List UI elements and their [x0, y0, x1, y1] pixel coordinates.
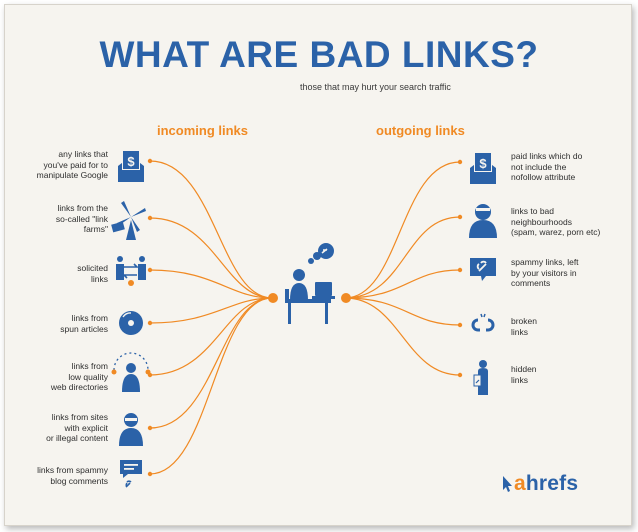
masked-person-icon — [119, 413, 143, 446]
windmill-farm-icon — [111, 201, 146, 240]
svg-text:$: $ — [127, 154, 135, 169]
connector-out-2 — [344, 216, 461, 299]
spinning-disc-icon — [119, 311, 143, 335]
hidden-person-icon — [473, 360, 488, 395]
dollar-envelope-icon: $ — [118, 150, 144, 182]
connector-in-5 — [149, 297, 273, 376]
connector-dot — [147, 158, 153, 164]
person-at-desk-icon — [285, 243, 335, 324]
connector-in-3 — [149, 269, 273, 299]
connector-dot — [457, 372, 463, 378]
ahrefs-logo: ahrefs — [514, 472, 579, 495]
connector-dot — [147, 471, 153, 477]
connector-dot — [457, 267, 463, 273]
connector-dot — [147, 425, 153, 431]
hooded-person-icon — [469, 204, 497, 238]
connector-dot — [457, 322, 463, 328]
link-bubble-icon — [470, 258, 496, 281]
connector-out-5 — [344, 297, 461, 376]
connector-dot — [147, 215, 153, 221]
connector-out-3 — [344, 269, 461, 299]
incoming-heading: incoming links — [157, 123, 249, 138]
link-exchange-icon — [116, 256, 146, 286]
hub-left-dot — [268, 293, 278, 303]
connector-in-6 — [149, 297, 273, 429]
connector-in-7 — [149, 297, 273, 475]
juggling-person-icon — [111, 352, 151, 392]
connector-dot — [147, 320, 153, 326]
svg-text:$: $ — [479, 156, 487, 171]
subtitle: those that may hurt your search traffic — [300, 82, 451, 92]
connector-dot — [457, 214, 463, 220]
broken-link-icon — [471, 313, 495, 332]
outgoing-heading: outgoing links — [376, 123, 465, 138]
connector-in-2 — [149, 217, 273, 299]
connector-in-4 — [149, 297, 273, 324]
cursor-icon — [503, 476, 512, 492]
connector-out-4 — [344, 297, 461, 326]
connector-out-1 — [344, 161, 461, 299]
hub-right-dot — [341, 293, 351, 303]
page-title: WHAT ARE BAD LINKS? — [99, 34, 539, 75]
connector-dot — [457, 159, 463, 165]
connector-dot — [147, 267, 153, 273]
infographic-frame — [4, 4, 632, 526]
comment-link-icon — [120, 460, 142, 488]
connector-in-1 — [149, 160, 273, 299]
dollar-envelope-icon: $ — [470, 152, 496, 184]
